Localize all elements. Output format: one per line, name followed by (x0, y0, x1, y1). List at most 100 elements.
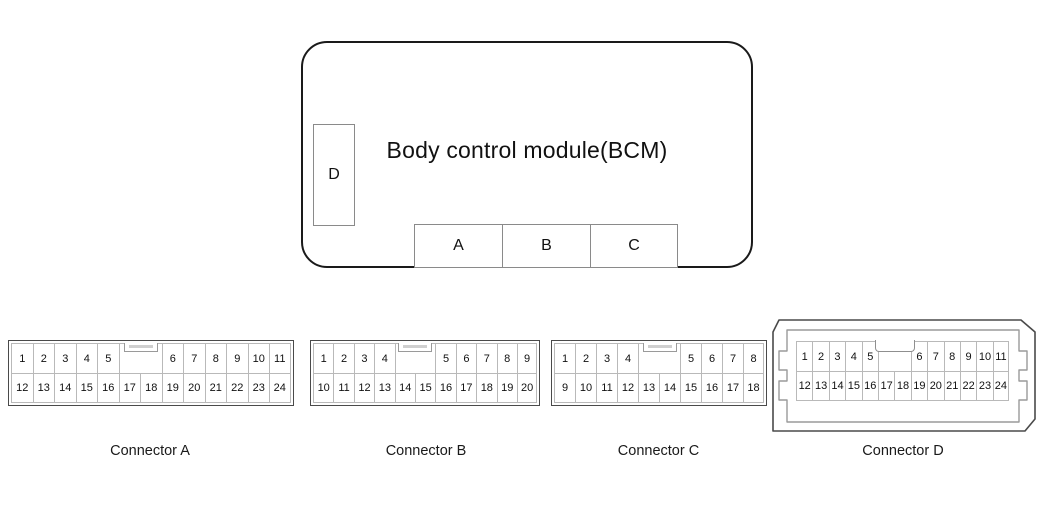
pin-cell: 5 (680, 343, 701, 373)
pin-cell: 19 (496, 373, 517, 403)
pin-cell: 16 (435, 373, 456, 403)
pin-cell: 6 (455, 343, 477, 373)
pin-cell-blank (394, 343, 436, 373)
pin-cell: 20 (183, 373, 205, 403)
pin-cell: 4 (617, 343, 638, 373)
pin-cell: 23 (976, 371, 993, 401)
bcm-module-title: Body control module(BCM) (386, 137, 668, 163)
pin-cell: 19 (161, 373, 183, 403)
pin-cell: 10 (575, 373, 596, 403)
pin-cell: 22 (959, 371, 977, 401)
pin-cell: 4 (845, 341, 862, 371)
pin-cell: 3 (596, 343, 617, 373)
pin-cell: 17 (722, 373, 743, 403)
pin-cell: 23 (247, 373, 269, 403)
pin-cell: 12 (796, 371, 813, 401)
latch-notch-icon (123, 343, 158, 352)
pin-cell: 14 (394, 373, 415, 403)
connector-caption-c: Connector C (617, 443, 700, 459)
pin-cell: 14 (54, 373, 76, 403)
pin-cell: 4 (374, 343, 395, 373)
pin-cell: 9 (959, 341, 977, 371)
pin-cell: 2 (32, 343, 54, 373)
pin-cell: 6 (701, 343, 722, 373)
pin-cell-blank (118, 343, 162, 373)
pin-cell: 16 (861, 371, 878, 401)
bcm-module-diagram: Body control module(BCM) D A B C (301, 41, 753, 268)
pin-cell: 11 (596, 373, 617, 403)
pin-cell: 12 (353, 373, 375, 403)
pin-cell: 10 (313, 373, 334, 403)
pin-cell: 24 (992, 371, 1010, 401)
connector-caption-b: Connector B (385, 443, 467, 459)
bcm-connector-port-c: C (590, 224, 678, 268)
pin-cell: 16 (97, 373, 119, 403)
pin-cell: 15 (680, 373, 701, 403)
bcm-connector-port-strip: A B C (414, 224, 678, 268)
pin-cell: 7 (927, 341, 944, 371)
pin-cell: 15 (75, 373, 97, 403)
pin-cell: 12 (617, 373, 638, 403)
pin-cell: 2 (575, 343, 596, 373)
pin-cell: 17 (455, 373, 477, 403)
pin-cell: 1 (554, 343, 575, 373)
pin-cell: 4 (75, 343, 97, 373)
pin-cell: 13 (638, 373, 659, 403)
pin-cell: 1 (796, 341, 813, 371)
pin-cell: 7 (722, 343, 743, 373)
pin-cell: 18 (743, 373, 764, 403)
pin-cell: 11 (269, 343, 291, 373)
pin-cell: 5 (97, 343, 119, 373)
pin-cell: 5 (861, 341, 878, 371)
pin-cell: 11 (333, 373, 354, 403)
pin-cell: 21 (204, 373, 226, 403)
pin-cell: 3 (353, 343, 375, 373)
pin-cell: 19 (910, 371, 928, 401)
bcm-connector-port-b: B (502, 224, 590, 268)
pin-cell: 18 (140, 373, 162, 403)
pin-cell: 24 (269, 373, 291, 403)
pin-cell: 14 (659, 373, 680, 403)
pin-cell: 5 (435, 343, 456, 373)
pin-cell: 6 (161, 343, 183, 373)
pin-cell: 15 (414, 373, 436, 403)
pin-cell: 11 (992, 341, 1010, 371)
pin-cell: 1 (11, 343, 33, 373)
bcm-connector-port-a: A (414, 224, 502, 268)
pin-cell: 3 (54, 343, 76, 373)
pin-cell: 18 (476, 373, 497, 403)
pin-cell: 2 (333, 343, 354, 373)
pin-cell: 17 (877, 371, 895, 401)
pin-cell: 9 (554, 373, 575, 403)
pin-cell: 8 (743, 343, 764, 373)
pin-cell: 16 (701, 373, 722, 403)
latch-notch-icon (874, 340, 915, 352)
pin-cell: 7 (476, 343, 497, 373)
pin-cell: 15 (845, 371, 862, 401)
pin-cell-blank (874, 340, 915, 371)
connector-caption-d: Connector D (862, 443, 944, 459)
latch-notch-icon (398, 343, 433, 352)
pin-cell: 1 (313, 343, 334, 373)
pin-cell: 13 (32, 373, 54, 403)
pin-cell: 21 (943, 371, 960, 401)
latch-notch-icon (642, 343, 677, 352)
pin-cell: 9 (516, 343, 538, 373)
pin-cell: 8 (943, 341, 960, 371)
pin-cell: 10 (247, 343, 269, 373)
pin-cell-blank (638, 343, 680, 373)
